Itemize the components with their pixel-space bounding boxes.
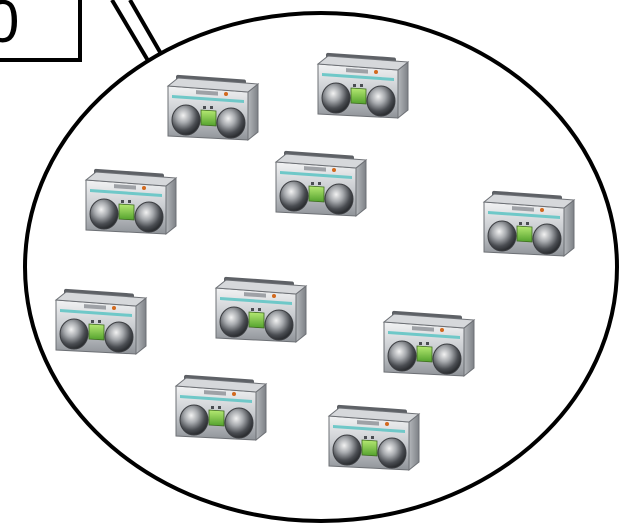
boombox-icon (276, 151, 366, 216)
boombox-icon (86, 169, 176, 234)
boombox-icon (384, 311, 474, 376)
boombox-icon (484, 191, 574, 256)
boombox-icon (176, 375, 266, 440)
boombox-icon (56, 289, 146, 354)
boombox-icon (318, 53, 408, 118)
boombox-icon (216, 277, 306, 342)
callout-pointer (112, 0, 160, 64)
label-box-text: 0 (0, 0, 19, 55)
label-box: 0 (0, 0, 80, 60)
boombox-icon (168, 75, 258, 140)
boombox-icon (329, 405, 419, 470)
